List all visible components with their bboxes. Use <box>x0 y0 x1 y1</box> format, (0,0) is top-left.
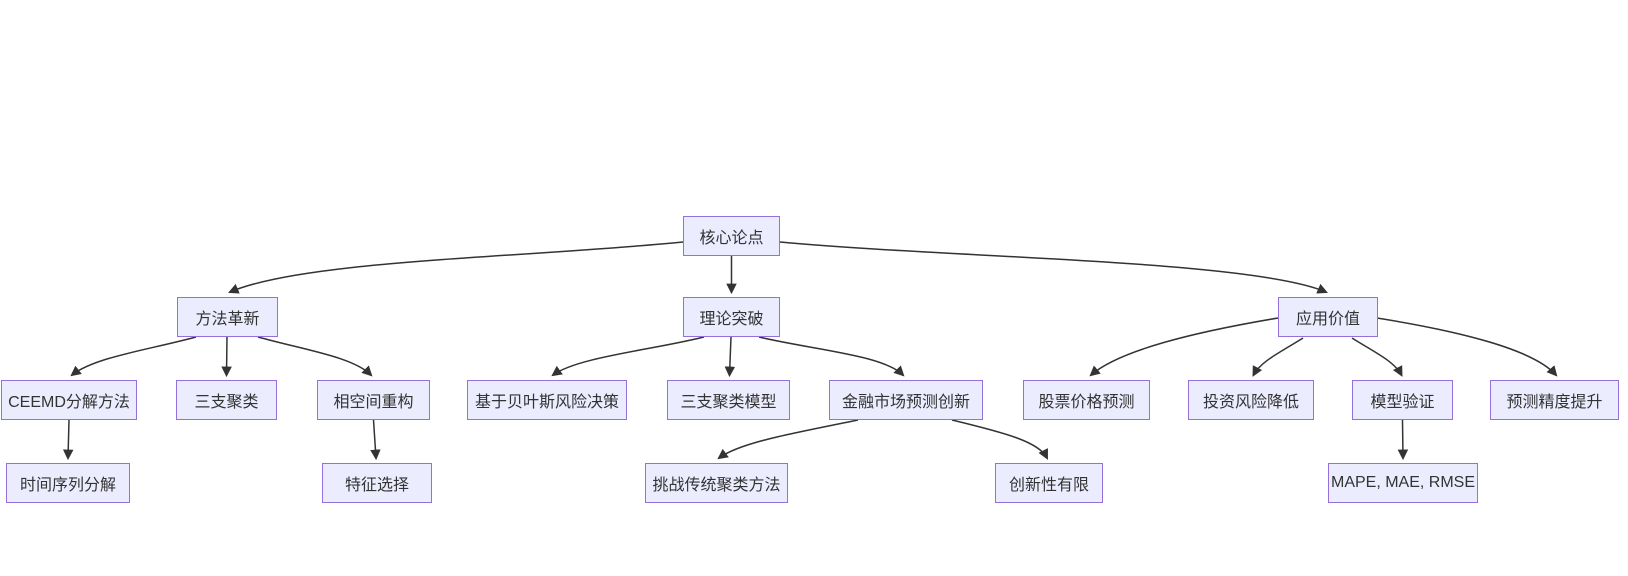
edge-ceemd-to-ts-decomp <box>62 419 74 461</box>
edge-application-to-precision <box>1376 317 1558 377</box>
edge-fin-innovation-to-challenge <box>717 419 859 460</box>
edge-theory-to-bayes <box>551 336 705 377</box>
node-three-way-clustering-model: 三支聚类模型 <box>667 380 790 420</box>
node-ceemd-decomposition: CEEMD分解方法 <box>1 380 137 420</box>
edge-application-to-risk-reduce <box>1252 337 1304 377</box>
edge-theory-to-fin-innovation <box>758 336 905 377</box>
node-stock-price-prediction: 股票价格预测 <box>1023 380 1150 420</box>
node-bayesian-risk-decision: 基于贝叶斯风险决策 <box>467 380 627 420</box>
node-theory-breakthrough: 理论突破 <box>683 297 780 337</box>
edge-method-to-ceemd <box>70 336 197 377</box>
node-method-innovation: 方法革新 <box>177 297 278 337</box>
node-evaluation-metrics: MAPE, MAE, RMSE <box>1328 463 1478 503</box>
node-limited-novelty: 创新性有限 <box>995 463 1103 503</box>
edge-theory-to-three-way-model <box>724 336 736 378</box>
node-three-way-clustering: 三支聚类 <box>176 380 277 420</box>
node-feature-selection: 特征选择 <box>322 463 432 503</box>
edge-core-to-method <box>228 241 684 294</box>
edge-model-valid-to-metrics <box>1397 419 1409 461</box>
edge-method-to-three-way <box>221 336 232 378</box>
node-model-validation: 模型验证 <box>1352 380 1453 420</box>
edge-phase-space-to-feat-select <box>370 419 381 461</box>
edge-core-to-application <box>779 241 1328 294</box>
node-investment-risk-reduction: 投资风险降低 <box>1188 380 1314 420</box>
node-financial-market-forecast-innovation: 金融市场预测创新 <box>829 380 983 420</box>
node-application-value: 应用价值 <box>1278 297 1378 337</box>
node-time-series-decomposition: 时间序列分解 <box>6 463 130 503</box>
node-phase-space-reconstruction: 相空间重构 <box>317 380 430 420</box>
node-challenge-traditional-clustering: 挑战传统聚类方法 <box>645 463 788 503</box>
edge-application-to-model-valid <box>1351 337 1403 377</box>
edge-method-to-phase-space <box>257 336 373 377</box>
edge-application-to-stock-pred <box>1089 317 1279 377</box>
edge-fin-innovation-to-limited-novelty <box>951 419 1048 460</box>
node-core-thesis: 核心论点 <box>683 216 780 256</box>
node-forecast-precision-improvement: 预测精度提升 <box>1490 380 1619 420</box>
